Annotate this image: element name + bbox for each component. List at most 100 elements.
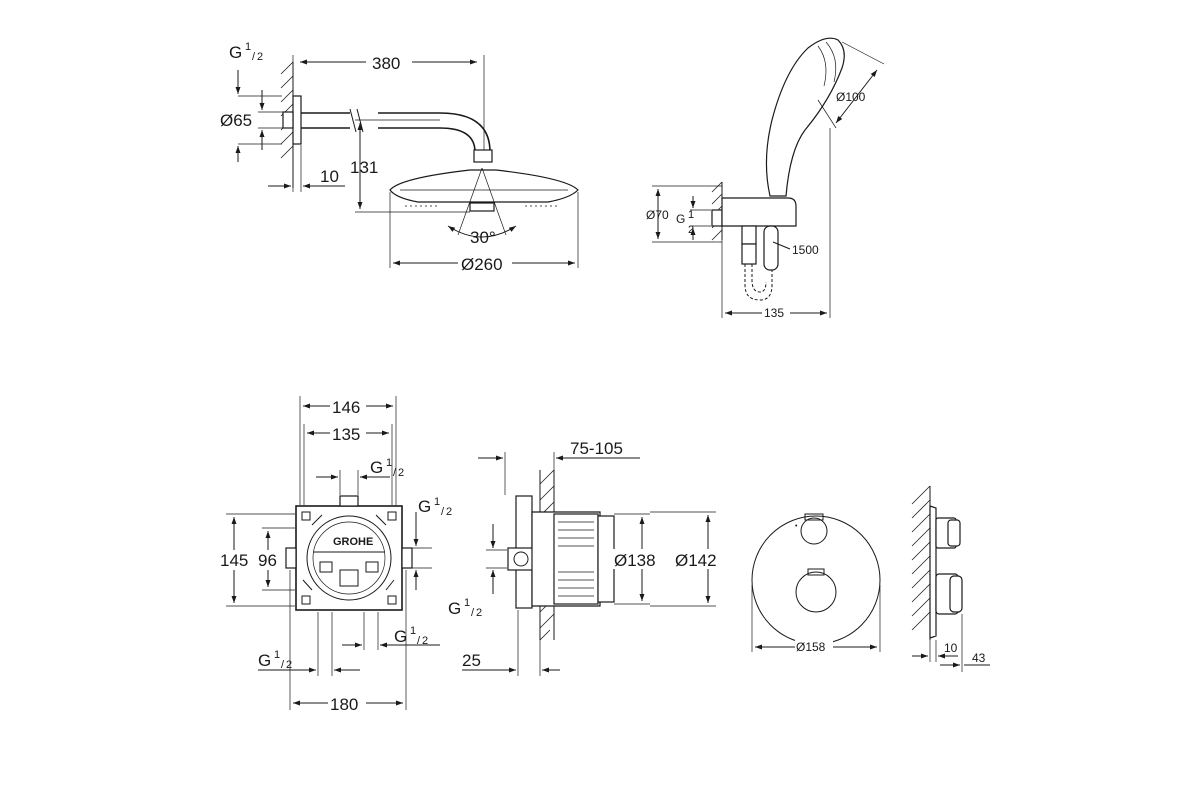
rough-in-front-view: GROHE 146 135	[218, 396, 452, 714]
svg-text:G: G	[370, 458, 383, 477]
total-width-label: 180	[330, 695, 358, 714]
svg-text:2: 2	[446, 506, 452, 518]
rough-in-details	[301, 511, 397, 605]
width-inner-dim: 135	[303, 424, 393, 505]
svg-text:/: /	[281, 659, 285, 671]
thread-label: G	[229, 43, 242, 62]
hose	[744, 244, 773, 301]
svg-text:2: 2	[257, 51, 263, 63]
hose-connector	[741, 225, 757, 245]
wall-elbow	[721, 197, 797, 227]
hose-length-label: 1500	[792, 243, 819, 257]
svg-text:G: G	[418, 497, 431, 516]
svg-text:1: 1	[434, 496, 440, 508]
wall-offset-label: 25	[462, 651, 481, 670]
outer-diameter-label: Ø142	[675, 551, 717, 570]
holder-post	[763, 225, 779, 271]
wall-gap-label: 10	[944, 641, 958, 655]
arm-length-label: 380	[372, 54, 400, 73]
svg-text:1: 1	[464, 597, 470, 609]
flange-diameter-label: Ø65	[220, 111, 252, 130]
arm-length-dim: 380	[292, 52, 485, 150]
svg-text:G: G	[394, 627, 407, 646]
spray-angle-label: 30°	[470, 228, 496, 247]
install-depth-dim: 75-105	[478, 439, 640, 495]
rough-in-side-view: 75-105 Ø138 Ø142 G 1 / 2	[448, 439, 732, 676]
brand-logo-text: GROHE	[333, 536, 373, 548]
svg-text:2: 2	[422, 635, 428, 647]
flange-depth-dim: 10	[268, 145, 345, 192]
svg-text:1: 1	[386, 457, 392, 469]
trim-view: • Ø158	[751, 513, 881, 654]
elbow-diameter-dim: Ø70	[646, 185, 722, 243]
top-outlet	[339, 495, 359, 507]
svg-text:1: 1	[688, 209, 694, 221]
svg-text:/: /	[471, 607, 475, 619]
projection-label: 135	[764, 306, 784, 320]
bore-diameter-label: Ø138	[614, 551, 656, 570]
flange-depth-label: 10	[320, 167, 339, 186]
hose-length-dim: 1500	[772, 241, 819, 257]
projection-dim: 135	[721, 128, 831, 320]
center-nozzle	[469, 202, 495, 212]
flange-diameter-dim: Ø65	[220, 90, 292, 150]
svg-text:G: G	[258, 651, 271, 670]
cartridge-body	[553, 513, 599, 605]
shower-head-view: 30° 380 G 1 / 2 Ø65	[220, 41, 579, 274]
total-width-dim: 180	[289, 570, 407, 714]
hand-head-diameter-label: Ø100	[836, 90, 866, 104]
wall-flange	[292, 95, 302, 145]
wall-offset-dim: 25	[462, 610, 560, 676]
rough-in-body	[295, 505, 403, 611]
right-outlet	[401, 547, 413, 569]
svg-text:/: /	[393, 467, 397, 479]
hand-head-diameter-dim: Ø100	[817, 41, 885, 129]
top-thread-dim: G 1 / 2	[316, 457, 404, 495]
svg-text:G: G	[676, 212, 685, 226]
height-outer-label: 145	[220, 551, 248, 570]
height-inner-dim: 96	[256, 527, 295, 591]
plate-diameter-dim: Ø158	[751, 585, 881, 654]
flow-knob	[795, 571, 837, 613]
ball-joint	[473, 149, 493, 163]
hand-shower-view: Ø100 Ø70 G 1 2 1500	[646, 37, 885, 320]
svg-text:G: G	[448, 599, 461, 618]
head-diameter-label: Ø260	[461, 255, 503, 274]
spray-angle-dim: 30°	[447, 167, 517, 247]
width-outer-dim: 146	[299, 396, 397, 505]
temperature-knob	[800, 517, 828, 545]
width-outer-label: 146	[332, 398, 360, 417]
svg-text:2: 2	[286, 659, 292, 671]
svg-text:/: /	[441, 506, 445, 518]
trim-side-view: 10 43	[911, 485, 990, 672]
side-inlet	[507, 547, 535, 571]
outer-diameter-dim: Ø142	[650, 511, 732, 607]
right-thread-dim: G 1 / 2	[404, 496, 452, 590]
rough-in-cartridge-circle	[306, 515, 392, 601]
svg-text:1: 1	[274, 649, 280, 661]
bore-diameter-dim: Ø138	[612, 513, 668, 605]
shower-arm	[301, 112, 350, 129]
side-thread-dim: G 1 / 2	[448, 524, 507, 619]
head-diameter-dim: Ø260	[389, 192, 579, 274]
svg-text:2: 2	[476, 607, 482, 619]
shower-arm-bend	[378, 112, 491, 153]
flange-thread-dim: G 1 / 2	[229, 41, 282, 162]
svg-text:2: 2	[688, 224, 694, 236]
flange-thread	[282, 111, 294, 129]
elbow-diameter-label: Ø70	[646, 208, 669, 222]
svg-text:2: 2	[398, 467, 404, 479]
wall-gap-dim: 10	[912, 640, 958, 662]
hand-shower	[765, 37, 845, 197]
svg-text:/: /	[417, 635, 421, 647]
left-inlet	[285, 547, 297, 569]
cartridge-ribs	[558, 521, 594, 597]
width-inner-label: 135	[332, 425, 360, 444]
bottom-left-thread-dim: G 1 / 2	[258, 612, 360, 676]
height-outer-dim: 145	[218, 513, 295, 607]
wall-hatch	[911, 485, 931, 640]
bottom-right-thread-dim: G 1 / 2	[342, 612, 440, 650]
svg-text:1: 1	[245, 41, 251, 53]
shower-head	[389, 169, 579, 203]
